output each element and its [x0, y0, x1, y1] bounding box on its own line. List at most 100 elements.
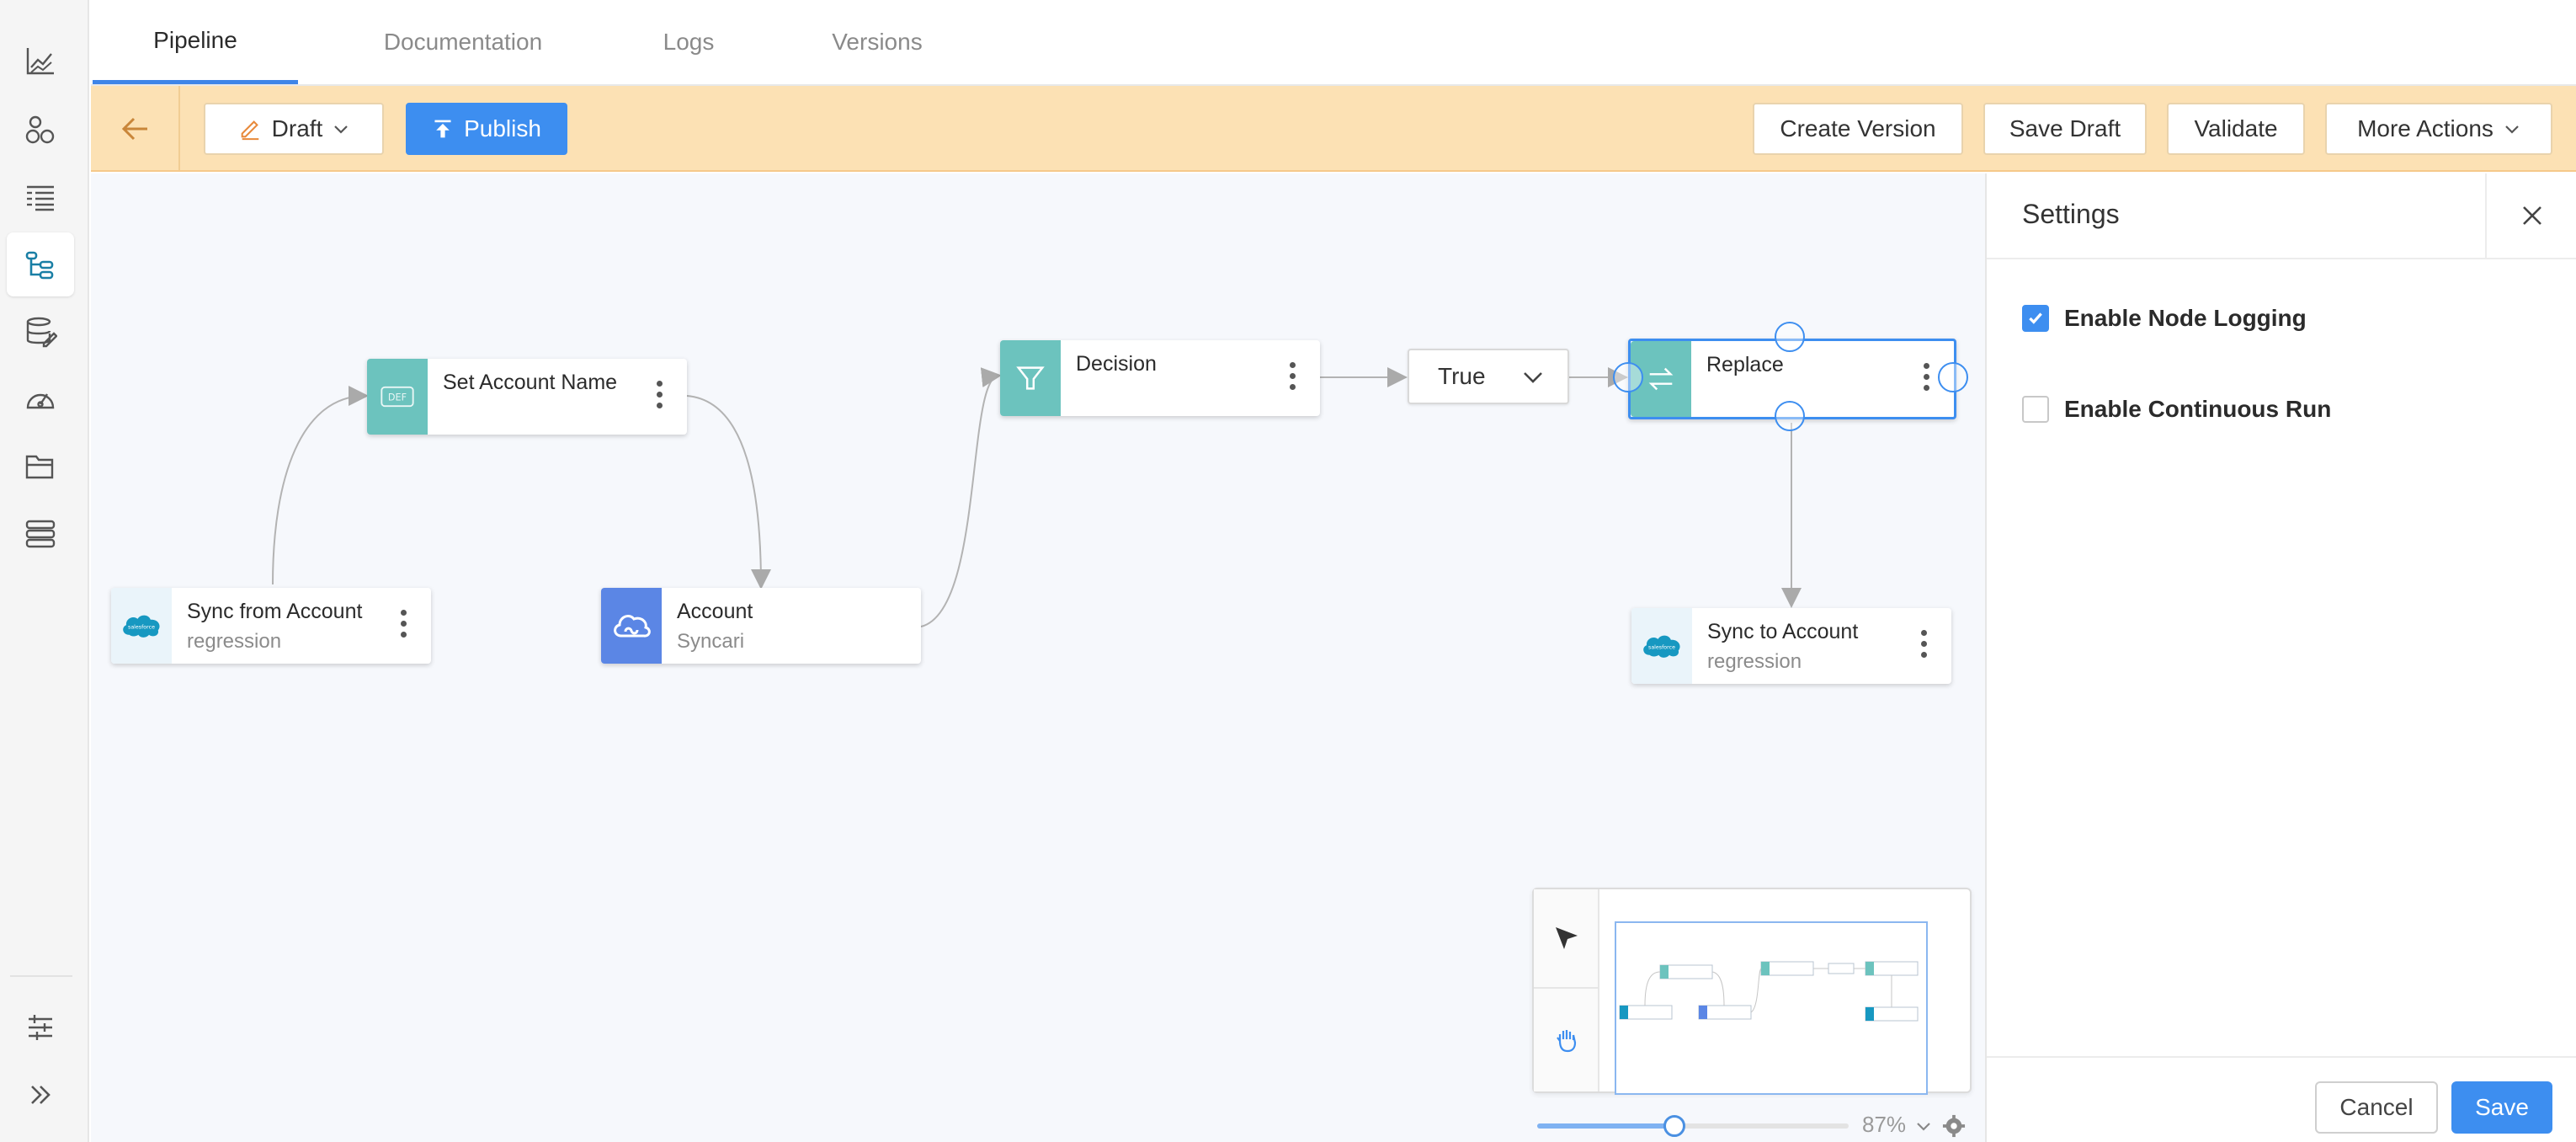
settings-footer: Cancel Save	[1987, 1056, 2576, 1142]
expand-sidebar-button[interactable]	[7, 1063, 74, 1127]
svg-text:salesforce: salesforce	[128, 625, 155, 631]
expand-icon	[31, 1086, 51, 1104]
minimap-tools	[1534, 889, 1599, 1091]
connection-port-top[interactable]	[1775, 322, 1805, 352]
condition-value: True	[1438, 363, 1486, 389]
chevron-down-icon	[2505, 125, 2519, 134]
hand-icon	[1557, 1030, 1577, 1053]
chevron-down-icon	[1524, 372, 1542, 383]
pipeline-edges	[272, 367, 1802, 627]
create-version-button[interactable]: Create Version	[1753, 103, 1963, 155]
node-subtitle: Syncari	[677, 630, 745, 653]
cancel-button[interactable]: Cancel	[2315, 1081, 2438, 1134]
node-title: Set Account Name	[443, 371, 618, 394]
salesforce-icon: salesforce	[111, 588, 172, 664]
def-icon: DEF	[367, 359, 428, 435]
node-title: Sync from Account	[187, 600, 363, 623]
enable-node-logging-checkbox[interactable]	[2022, 305, 2049, 332]
folder-icon	[25, 455, 54, 479]
pipeline-toolbar: Draft Publish Create Version Save Draft …	[91, 86, 2576, 172]
gear-icon[interactable]	[1942, 1114, 1966, 1138]
edge-syncfrom-setname	[272, 386, 369, 585]
node-sync-from-account[interactable]: salesforce Sync from Account regression	[111, 588, 431, 664]
upload-icon	[434, 120, 451, 138]
kebab-menu-icon[interactable]	[1921, 630, 1928, 664]
sliders-icon	[29, 1015, 52, 1040]
node-replace[interactable]: Replace	[1628, 339, 1956, 419]
list-nav-button[interactable]	[7, 165, 74, 229]
back-button[interactable]	[116, 109, 155, 148]
analytics-nav-button[interactable]	[7, 29, 74, 93]
kebab-menu-icon[interactable]	[1924, 363, 1930, 397]
node-set-account-name[interactable]: DEF Set Account Name	[367, 359, 687, 435]
node-subtitle: regression	[187, 630, 282, 653]
node-sync-to-account[interactable]: salesforce Sync to Account regression	[1631, 608, 1951, 684]
kebab-menu-icon[interactable]	[657, 381, 663, 414]
checkmark-icon	[2029, 312, 2042, 324]
enable-continuous-run-option[interactable]: Enable Continuous Run	[2022, 392, 2331, 426]
tab-logs[interactable]: Logs	[663, 29, 715, 55]
folder-nav-button[interactable]	[7, 435, 74, 499]
filter-funnel-icon	[1000, 340, 1061, 416]
pencil-icon	[241, 120, 258, 141]
node-subtitle: regression	[1707, 650, 1802, 673]
left-sidebar	[0, 0, 89, 1142]
select-tool-button[interactable]	[1534, 889, 1599, 989]
draft-label: Draft	[271, 115, 323, 141]
zoom-percentage[interactable]: 87%	[1862, 1112, 1966, 1138]
node-title: Decision	[1076, 352, 1157, 376]
kebab-menu-icon[interactable]	[1290, 362, 1296, 396]
tab-bar: Pipeline Documentation Logs Versions	[91, 0, 2576, 86]
node-decision[interactable]: Decision	[1000, 340, 1320, 416]
stack-nav-button[interactable]	[7, 502, 74, 566]
validate-button[interactable]: Validate	[2167, 103, 2305, 155]
save-button[interactable]: Save	[2451, 1081, 2552, 1134]
tab-documentation[interactable]: Documentation	[383, 29, 543, 55]
entities-icon	[25, 115, 55, 144]
chevron-down-icon	[1917, 1123, 1931, 1131]
connection-port-right[interactable]	[1938, 362, 1968, 392]
connection-port-bottom[interactable]	[1775, 401, 1805, 431]
canvas-minimap	[1532, 888, 1972, 1095]
close-icon	[2523, 206, 2541, 225]
line-chart-icon	[26, 48, 54, 75]
pan-tool-button[interactable]	[1534, 990, 1599, 1090]
entities-nav-button[interactable]	[7, 98, 74, 162]
tab-versions[interactable]: Versions	[832, 29, 923, 55]
enable-continuous-run-checkbox[interactable]	[2022, 396, 2049, 423]
svg-text:salesforce: salesforce	[1648, 645, 1675, 651]
svg-text:DEF: DEF	[388, 392, 407, 403]
minimap-viewport[interactable]	[1615, 921, 1928, 1095]
settings-nav-button[interactable]	[7, 995, 74, 1059]
option-label: Enable Node Logging	[2064, 305, 2307, 331]
settings-panel: Settings Enable Node Logging Enable Cont…	[1985, 173, 2576, 1142]
zoom-slider-track[interactable]	[1537, 1123, 1849, 1129]
toolbar-divider	[178, 86, 180, 170]
zoom-slider-handle[interactable]	[1663, 1115, 1685, 1137]
dashboard-nav-button[interactable]	[7, 367, 74, 431]
pipeline-icon	[25, 251, 54, 280]
node-title: Replace	[1706, 353, 1784, 376]
edge-account-decision	[920, 367, 1002, 627]
draft-dropdown[interactable]: Draft	[204, 103, 384, 155]
cursor-arrow-icon	[1556, 927, 1578, 949]
publish-button[interactable]: Publish	[406, 103, 567, 155]
tab-pipeline[interactable]: Pipeline	[93, 0, 298, 84]
kebab-menu-icon[interactable]	[401, 610, 407, 643]
node-title: Sync to Account	[1707, 620, 1859, 643]
zoom-slider-fill	[1537, 1123, 1674, 1129]
close-settings-button[interactable]	[2485, 173, 2576, 258]
condition-dropdown[interactable]: True	[1408, 349, 1569, 404]
connection-port-left[interactable]	[1613, 362, 1643, 392]
node-account[interactable]: Account Syncari	[601, 588, 921, 664]
data-nav-button[interactable]	[7, 300, 74, 364]
edge-setname-account	[686, 395, 771, 590]
node-title: Account	[677, 600, 753, 623]
save-draft-button[interactable]: Save Draft	[1983, 103, 2147, 155]
settings-title: Settings	[2022, 199, 2120, 229]
more-actions-dropdown[interactable]: More Actions	[2325, 103, 2552, 155]
enable-node-logging-option[interactable]: Enable Node Logging	[2022, 302, 2307, 335]
pipeline-nav-button[interactable]	[7, 232, 74, 296]
settings-header: Settings	[1987, 173, 2576, 259]
chevron-down-icon	[334, 125, 349, 134]
